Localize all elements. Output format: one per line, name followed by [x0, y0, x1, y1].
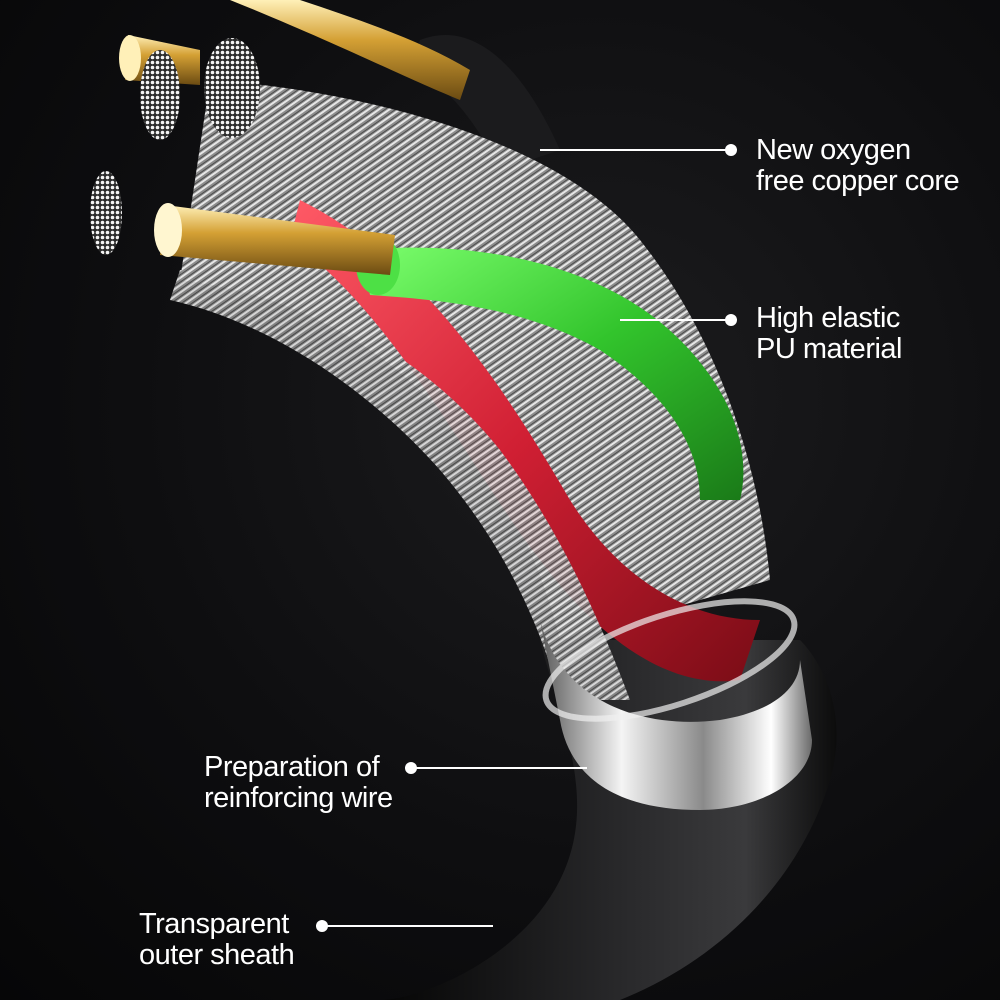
- callout-label-pu-material: High elastic PU material: [756, 302, 903, 365]
- strand-bundle-end-3: [90, 171, 122, 255]
- upper-copper-rod-tip: [119, 35, 141, 81]
- callout-dot-pu-material: [725, 314, 737, 326]
- callout-line-outer-sheath: [323, 925, 493, 927]
- callout-dot-copper-core: [725, 144, 737, 156]
- metal-ring-band: [540, 620, 812, 810]
- callout-dot-outer-sheath: [316, 920, 328, 932]
- copper-core-tip: [154, 203, 182, 257]
- callout-label-reinforcing-wire: Preparation of reinforcing wire: [204, 751, 393, 814]
- callout-line-copper-core: [540, 149, 730, 151]
- strand-bundle-end-2: [204, 38, 260, 138]
- red-wire: [290, 200, 760, 682]
- callout-line-reinforcing-wire: [412, 767, 587, 769]
- callout-label-copper-core: New oxygen free copper core: [756, 134, 960, 197]
- callout-label-outer-sheath: Transparent outer sheath: [139, 908, 295, 971]
- copper-core-wire: [160, 205, 395, 275]
- callout-dot-reinforcing-wire: [405, 762, 417, 774]
- metal-ring-top: [542, 598, 798, 722]
- strand-bundle-end-1: [140, 50, 180, 140]
- callout-line-pu-material: [620, 319, 730, 321]
- silver-braid-front: [170, 270, 630, 700]
- upper-gold-wire: [230, 0, 470, 100]
